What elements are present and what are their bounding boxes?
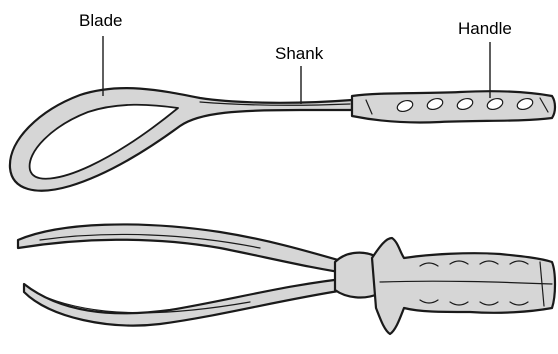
lower-blade-shape xyxy=(24,278,352,326)
upper-blade-shape xyxy=(18,224,352,274)
shank-label: Shank xyxy=(275,45,323,62)
closed-handle-shape xyxy=(372,238,555,334)
assembled-forceps xyxy=(18,224,555,334)
single-forceps-blade xyxy=(10,88,555,191)
blade-label: Blade xyxy=(79,12,122,29)
handle-label: Handle xyxy=(458,20,512,37)
